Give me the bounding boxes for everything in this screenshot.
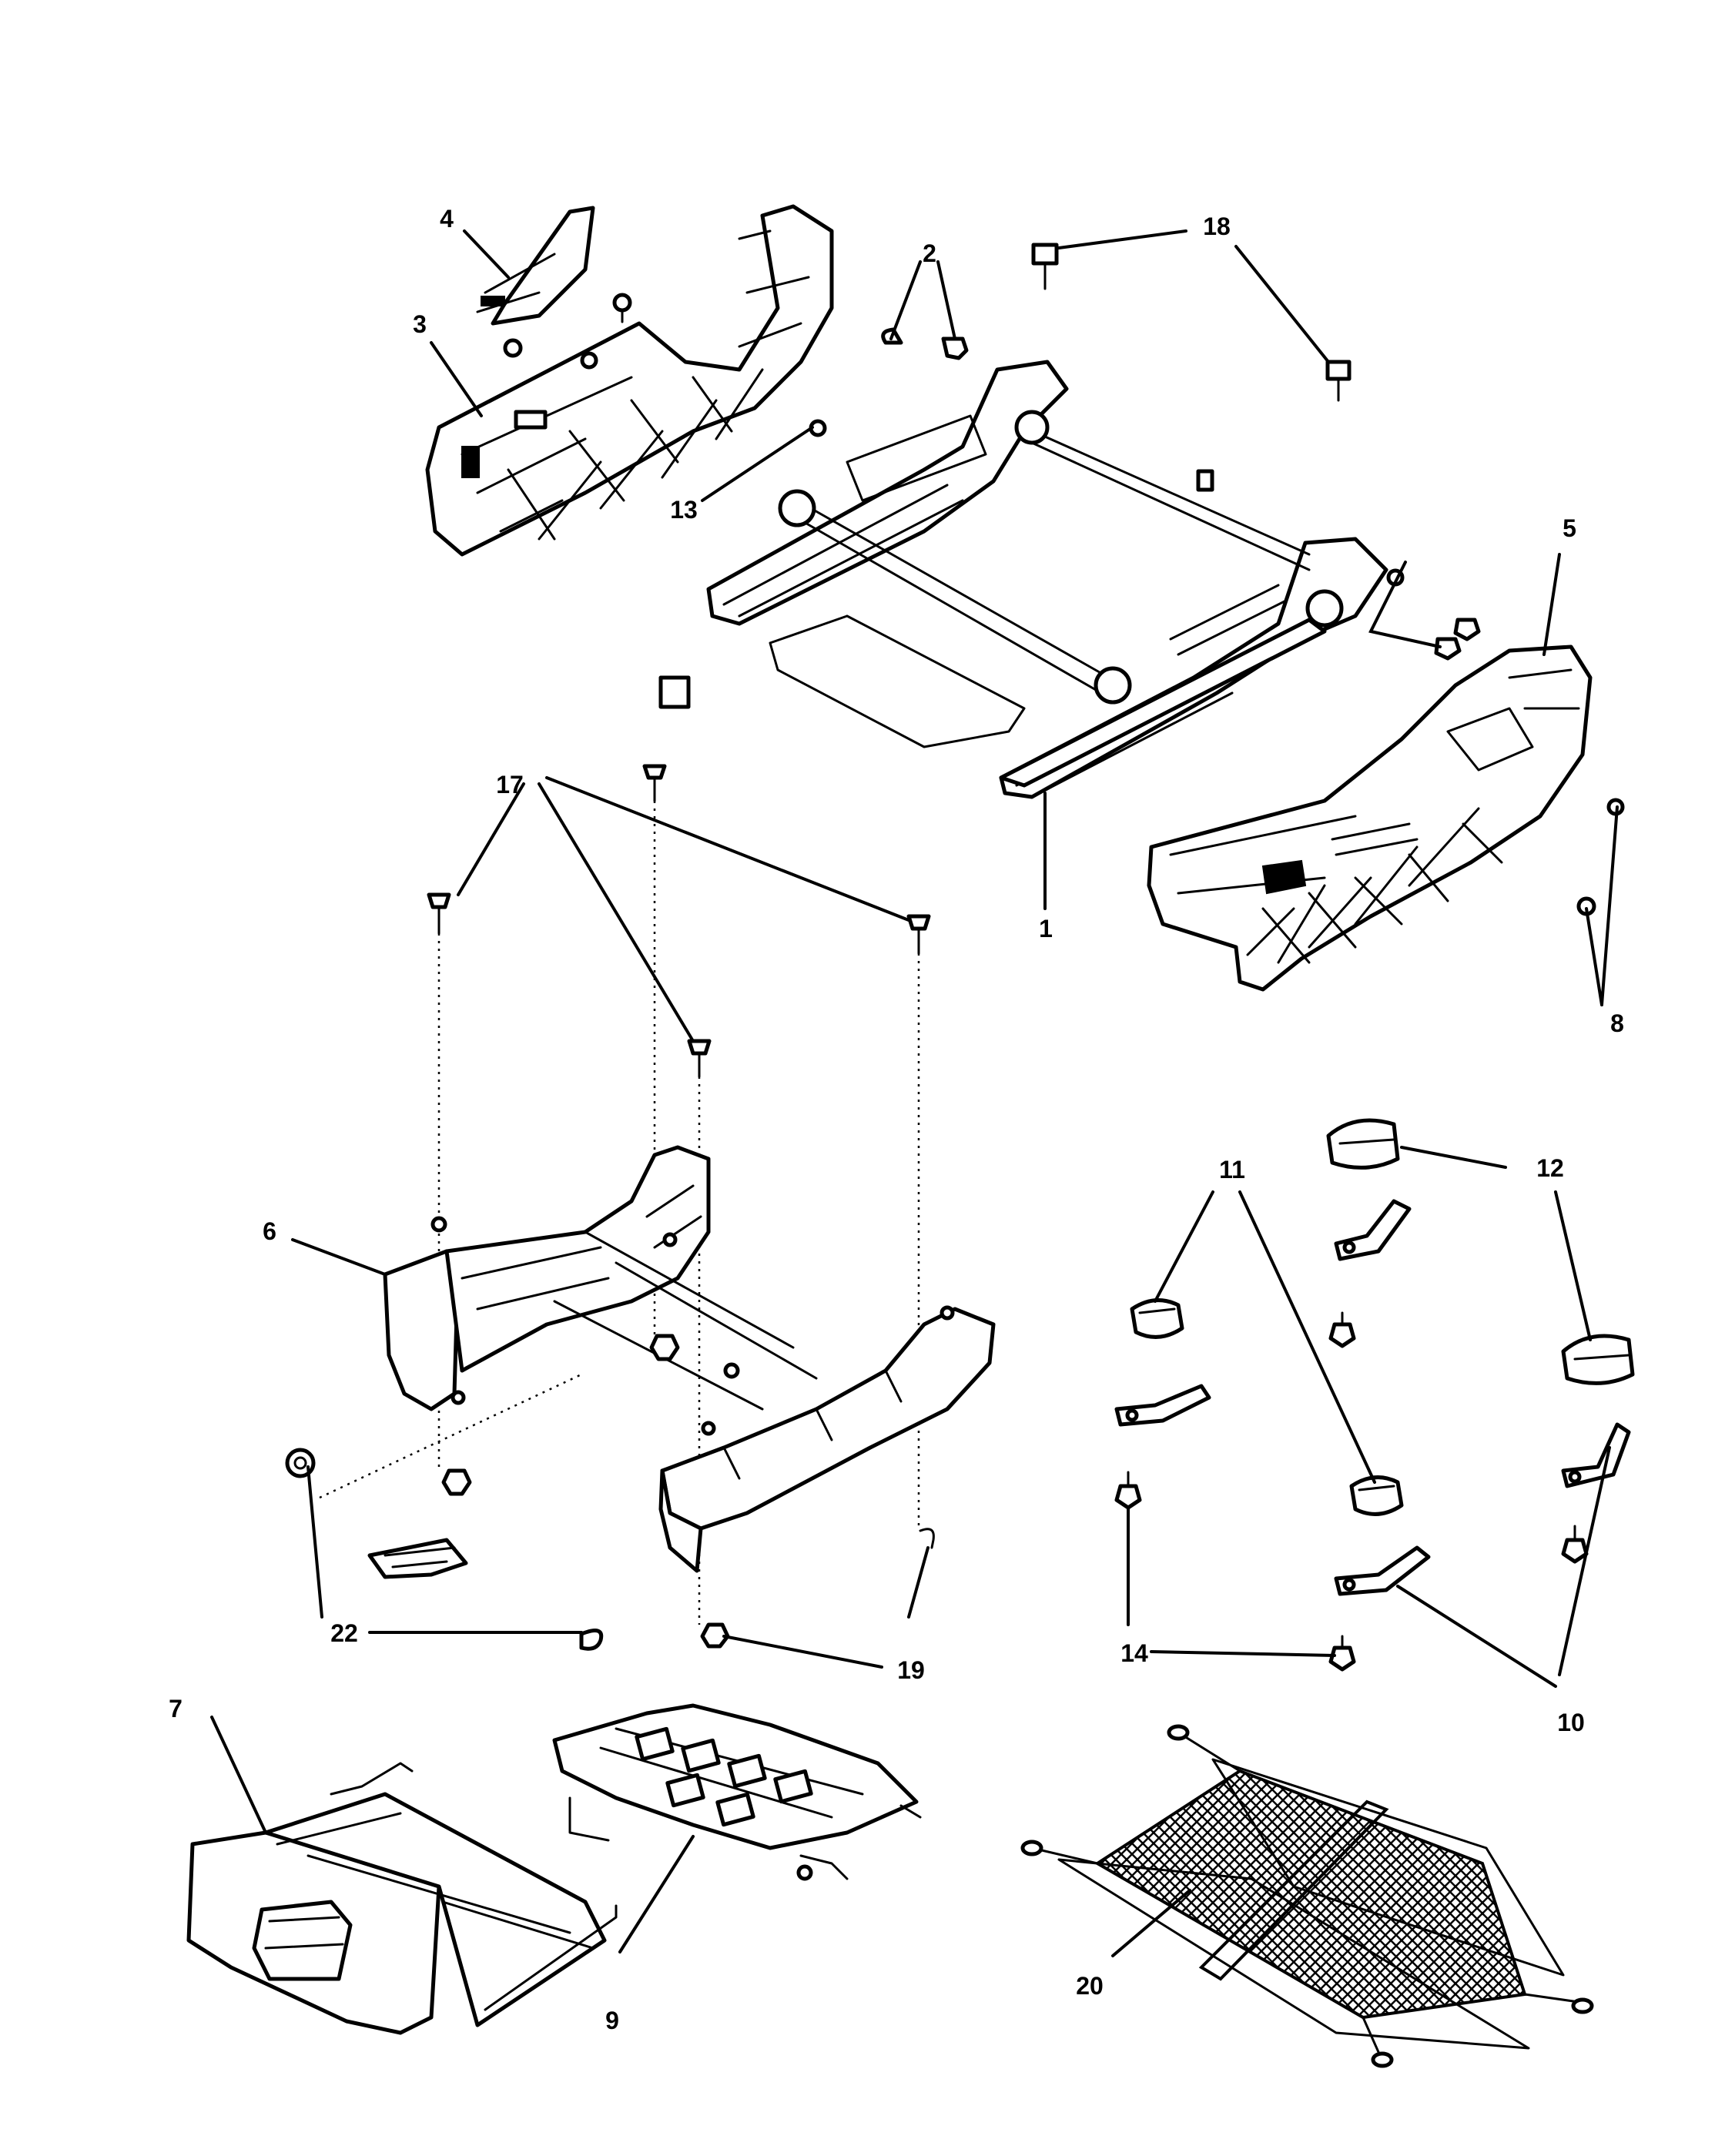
part-11-connectors xyxy=(1130,1298,1404,1516)
callout-3: 3 xyxy=(413,310,427,338)
part-22-grommet xyxy=(285,1373,604,1651)
part-3-left-seat-shield xyxy=(425,204,834,557)
bolt-near-part-3 xyxy=(612,293,632,323)
part-5-right-seat-shield xyxy=(1147,644,1593,992)
part-1-seat-track-frame xyxy=(658,360,1388,799)
callout-1: 1 xyxy=(1039,915,1053,942)
callout-14: 14 xyxy=(1120,1639,1148,1667)
part-4-recliner-handle xyxy=(476,206,595,358)
callout-6: 6 xyxy=(263,1217,276,1245)
callout-13: 13 xyxy=(670,496,698,524)
bolts-near-frame-right xyxy=(1386,568,1481,661)
part-17-fasteners xyxy=(427,764,931,1625)
callout-9: 9 xyxy=(605,2007,619,2034)
leader-lines xyxy=(210,229,1619,1957)
part-9-seat-pan xyxy=(552,1703,922,1881)
part-14-studs xyxy=(1114,1311,1589,1672)
callout-8: 8 xyxy=(1610,1009,1624,1037)
callout-18: 18 xyxy=(1203,213,1231,240)
callout-20: 20 xyxy=(1076,1972,1104,2000)
callout-12: 12 xyxy=(1536,1154,1564,1182)
callout-10: 10 xyxy=(1557,1709,1585,1736)
callout-7: 7 xyxy=(169,1695,183,1722)
callout-17: 17 xyxy=(496,771,524,798)
part-12-clamps xyxy=(1326,1118,1635,1385)
part-18-bolts xyxy=(1031,243,1352,402)
part-10-straps xyxy=(1114,1199,1631,1596)
callout-19: 19 xyxy=(897,1656,925,1684)
callout-4: 4 xyxy=(440,205,454,233)
part-20-cargo-net xyxy=(1020,1724,1594,2068)
callout-22: 22 xyxy=(330,1619,358,1647)
callout-2: 2 xyxy=(923,239,936,267)
callout-5: 5 xyxy=(1563,514,1576,542)
part-6-seat-riser xyxy=(383,1145,996,1573)
callout-11: 11 xyxy=(1219,1156,1245,1183)
callout-labels: 1 2 3 4 5 6 7 8 9 10 11 12 13 14 17 18 1… xyxy=(169,205,1624,2034)
part-19-nut-and-pin xyxy=(441,1468,935,1649)
part-7-storage-drawer xyxy=(186,1762,618,2035)
